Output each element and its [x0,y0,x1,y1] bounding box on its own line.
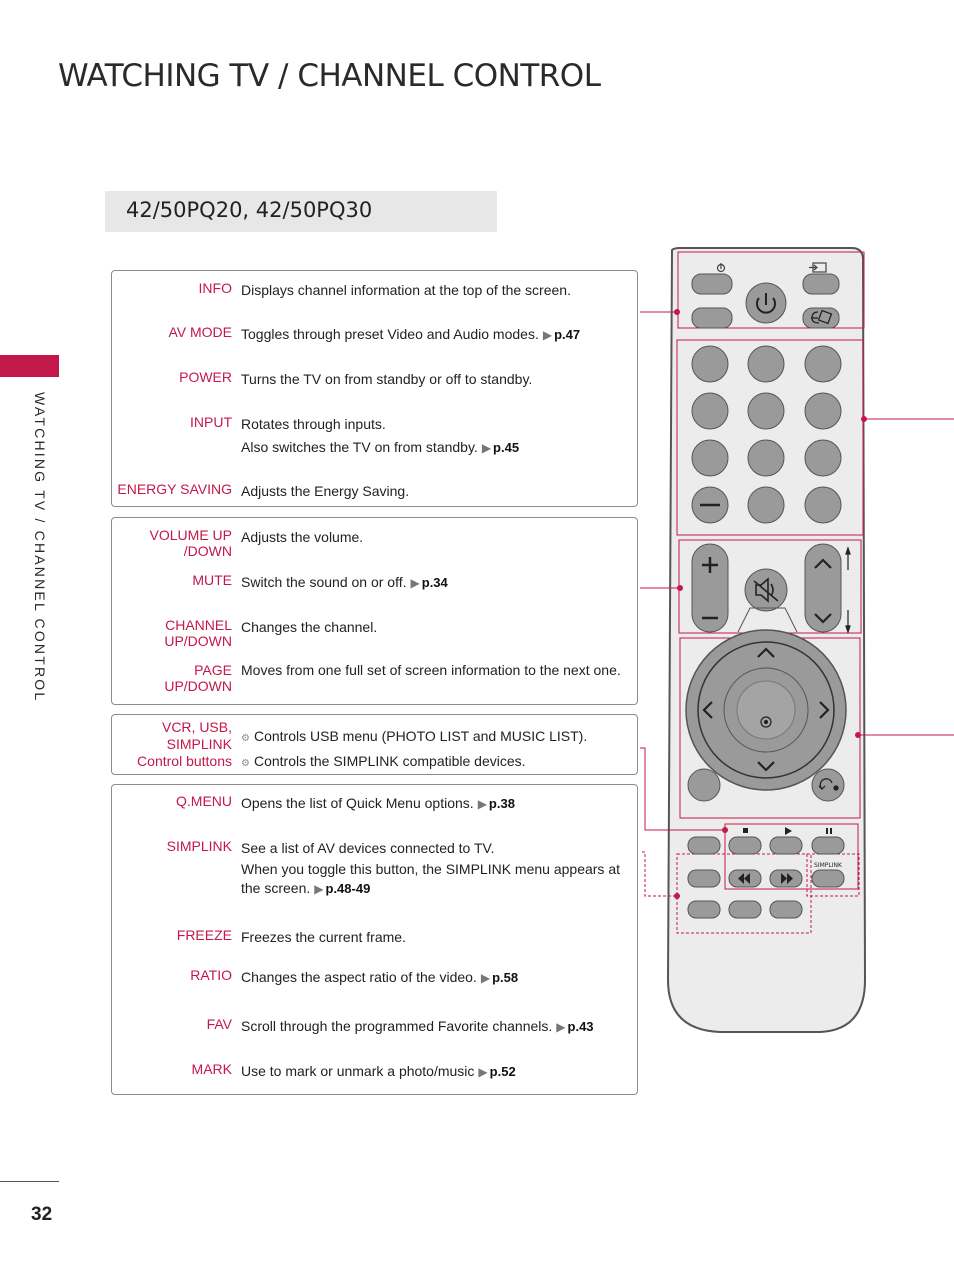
entry-label: POWER [179,369,232,385]
entry-description: Changes the aspect ratio of the video.▶p… [241,969,519,985]
number-pad [691,345,842,524]
section-tab-marker [0,355,59,377]
remote-info-box-1: INFO Displays channel information at the… [111,270,638,507]
nav-right-icon [819,701,830,719]
top-buttons-frame [677,251,865,329]
entry-label: VCR, USB, SIMPLINK Control buttons [137,719,232,769]
energy-saving-icon [811,309,833,325]
entry-label: MARK [191,1061,232,1077]
pause-icon [826,828,832,834]
page-ref-arrow-icon: ▶ [314,882,324,896]
remote-control-illustration: SIMPLINK [640,247,954,1033]
rewind-icon [738,873,750,884]
entry-description: Changes the channel. [241,619,378,635]
entry-label: INPUT [190,414,232,430]
entry-label: MUTE [192,572,232,588]
volume-rocker [691,543,729,633]
back-icon [818,778,839,791]
ok-icon [760,716,772,728]
entry-description: Freezes the current frame. [241,929,406,945]
entry-label: ENERGY SAVING [117,481,232,497]
page-ref-arrow-icon: ▶ [556,1020,566,1034]
page-reference: p.58 [492,970,519,985]
page-reference: p.52 [489,1064,516,1079]
entry-description: Turns the TV on from standby or off to s… [241,371,533,387]
entry-description: Scroll through the programmed Favorite c… [241,1018,594,1034]
entry-label: VOLUME UP /DOWN [149,527,232,559]
page-title: WATCHING TV / CHANNEL CONTROL [58,58,601,94]
power-icon [756,293,776,314]
entry-description: Adjusts the Energy Saving. [241,483,410,499]
entry-label: FREEZE [176,927,232,943]
nav-up-icon [757,647,775,658]
entry-label: PAGE UP/DOWN [164,662,232,694]
channel-down-icon [814,613,832,624]
channel-up-icon [814,558,832,569]
entry-label: INFO [198,280,232,296]
section-side-label: WATCHING TV / CHANNEL CONTROL [32,392,48,703]
entry-label: CHANNEL UP/DOWN [164,617,232,649]
channel-rocker [804,543,842,633]
bullet-icon: ⚙ [241,733,250,744]
entry-label: Q.MENU [176,793,232,809]
play-icon [785,827,792,835]
entry-description: Moves from one full set of screen inform… [241,662,621,678]
remote-info-box-2: VOLUME UP /DOWN Adjusts the volume. MUTE… [111,517,638,705]
page-ref-arrow-icon: ▶ [481,441,492,455]
entry-description: Opens the list of Quick Menu options.▶p.… [241,795,515,811]
entry-description: ⚙Controls USB menu (PHOTO LIST and MUSIC… [241,728,588,769]
entry-label: SIMPLINK [166,838,232,854]
bullet-icon: ⚙ [241,758,250,769]
input-icon [809,262,827,273]
av-mode-button [691,307,733,329]
back-button [811,768,845,802]
nav-down-icon [757,761,775,772]
page-reference: p.47 [554,327,581,342]
entry-label: AV MODE [168,324,232,340]
simplink-logo: SIMPLINK [814,862,843,869]
page-reference: p.45 [493,440,520,455]
q-menu-button [687,768,721,802]
fast-forward-icon [781,873,793,884]
entry-description: Use to mark or unmark a photo/music▶p.52 [241,1063,516,1079]
entry-description: Adjusts the volume. [241,529,364,545]
entry-label: RATIO [190,967,232,983]
volume-plus-icon [702,557,718,573]
entry-description: See a list of AV devices connected to TV… [241,840,620,896]
remote-info-box-4: Q.MENU Opens the list of Quick Menu opti… [111,784,638,1095]
footer-rule [0,1181,59,1182]
page-reference: p.34 [421,575,448,590]
entry-description: Displays channel information at the top … [241,282,571,298]
page-ref-arrow-icon: ▶ [542,328,553,342]
page-ref-arrow-icon: ▶ [410,576,420,590]
power-icon [716,263,726,273]
media-buttons [687,836,845,919]
remote-info-box-3: VCR, USB, SIMPLINK Control buttons ⚙Cont… [111,714,638,775]
entry-description: Toggles through preset Video and Audio m… [241,326,581,342]
page-reference: p.48-49 [325,881,371,896]
stop-icon [743,828,748,833]
callout-lines [640,311,954,897]
page-reference: p.43 [567,1019,594,1034]
page-ref-arrow-icon: ▶ [477,797,487,811]
callout-dots [674,309,867,899]
entry-description: Switch the sound on or off.▶p.34 [241,574,448,590]
info-button [691,273,733,295]
page-ref-arrow-icon: ▶ [478,1065,488,1079]
energy-saving-button [802,307,840,329]
number-pad-frame [676,339,864,536]
entry-description: Rotates through inputs.Also switches the… [241,416,520,455]
page-scroll-icon [845,546,851,634]
media-buttons-frame [724,823,859,890]
page-reference: p.38 [488,796,515,811]
page-ref-arrow-icon: ▶ [480,971,491,985]
mute-icon [753,577,779,603]
mute-bracket [737,607,798,633]
page-number: 32 [31,1204,53,1225]
entry-label: FAV [206,1016,232,1032]
model-heading: 42/50PQ20, 42/50PQ30 [105,191,497,232]
input-button [802,273,840,295]
nav-left-icon [702,701,713,719]
